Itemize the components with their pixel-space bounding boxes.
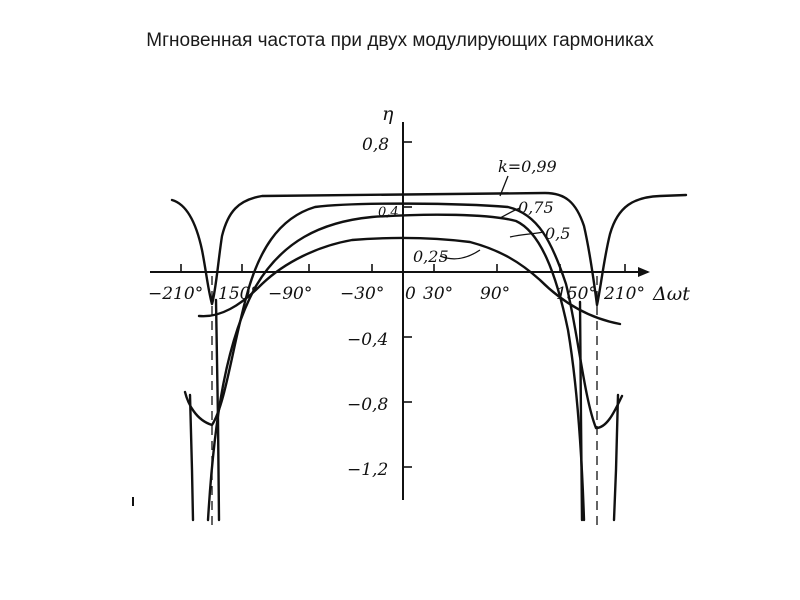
y-tick-label: −0,4 (347, 330, 388, 350)
curve-0-5 (206, 213, 586, 522)
x-tick-label: −210° (148, 284, 203, 304)
x-tick-label: 150° (556, 284, 597, 304)
y-tick-label: −0,8 (347, 395, 388, 415)
x-axis-arrow (638, 267, 650, 277)
x-tick-label: 30° (423, 284, 453, 304)
branch-left-inner (214, 298, 221, 522)
curve-0-25 (197, 236, 622, 326)
branch-right-outer (612, 393, 620, 522)
branch-left-outer (188, 393, 195, 522)
curve-0-75 (183, 202, 624, 430)
curve-label-k-0-99: k=0,99 (498, 157, 557, 176)
leader-0-75 (499, 207, 521, 219)
x-tick-label: 90° (480, 284, 510, 304)
y-tick-label: 0,8 (362, 135, 389, 155)
leader-k-0-99 (499, 175, 509, 197)
leader-0-25 (439, 249, 481, 260)
slide-title: Мгновенная частота при двух модулирующих… (146, 30, 654, 51)
x-axis-label: Δωt (652, 283, 690, 305)
leader-0-5 (509, 231, 545, 238)
x-tick-label: 150° (218, 284, 259, 304)
curve-label-0-75: 0,75 (518, 198, 554, 217)
x-tick-label: 0 (405, 284, 416, 304)
y-tick-label: 0,4 (378, 205, 399, 220)
branch-right-inner (578, 300, 584, 522)
curve-label-0-5: 0,5 (545, 224, 570, 243)
curve-k-0-99 (170, 191, 688, 307)
x-tick-label: −90° (268, 284, 312, 304)
x-tick-label: 210° (603, 284, 645, 304)
curve-label-0-25: 0,25 (413, 247, 449, 266)
y-tick-label: −1,2 (347, 460, 388, 480)
y-axis-label: η (382, 103, 394, 125)
x-tick-label: −30° (340, 284, 384, 304)
